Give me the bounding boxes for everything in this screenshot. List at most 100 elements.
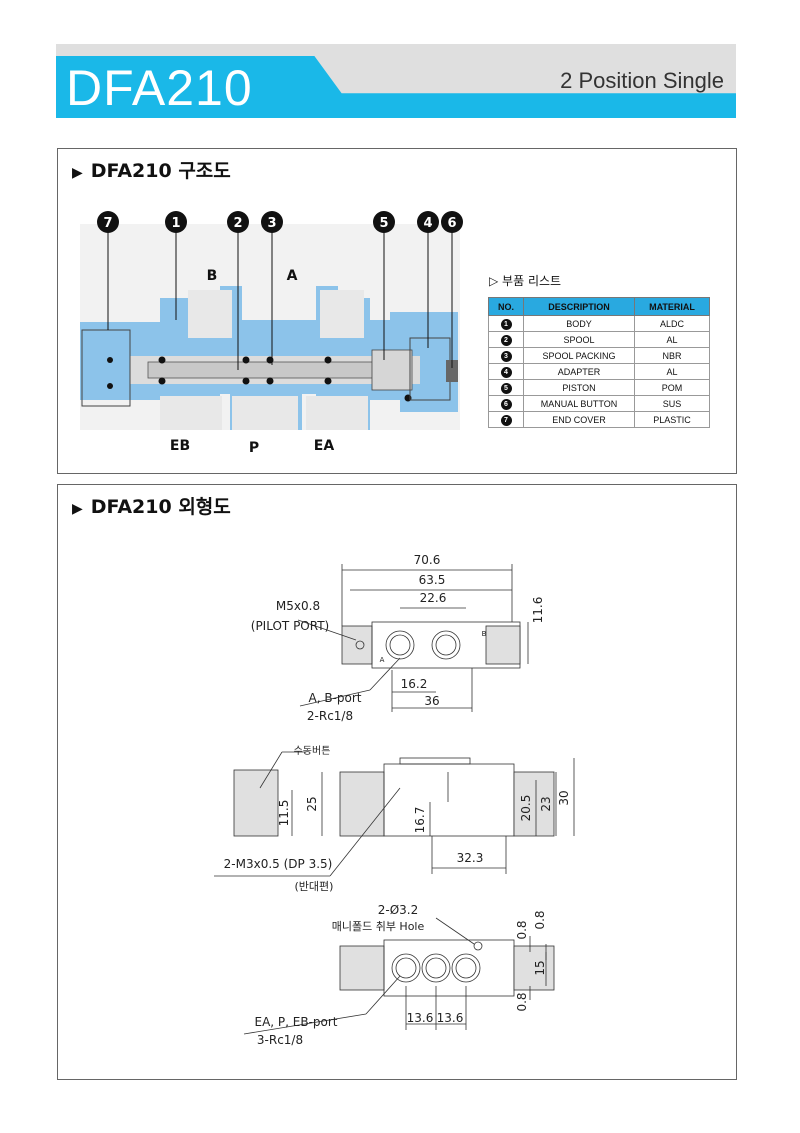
port-label-a: A xyxy=(287,268,298,284)
structure-title: ▶DFA210 구조도 xyxy=(72,160,231,182)
dim-22-6: 22.6 xyxy=(420,591,447,605)
part-material: ALDC xyxy=(634,315,710,332)
label-ab-port: A, B-port xyxy=(309,691,362,705)
dim-16-2: 16.2 xyxy=(401,677,428,691)
label-pilot: M5x0.8 xyxy=(276,599,320,613)
part-material: AL xyxy=(634,331,710,348)
dim-25: 25 xyxy=(305,796,319,811)
callout-label: 7 xyxy=(103,216,112,231)
callout-label: 3 xyxy=(267,216,276,231)
port-label-ea: EA xyxy=(314,438,335,454)
mark-a: A xyxy=(380,656,385,664)
part-material: PLASTIC xyxy=(634,411,710,428)
part-description: END COVER xyxy=(523,411,635,428)
part-no: 3 xyxy=(488,347,524,364)
triangle-icon: ▶ xyxy=(72,501,83,517)
part-description: SPOOL xyxy=(523,331,635,348)
mark-b: B xyxy=(482,630,487,638)
page-title: DFA210 xyxy=(66,60,253,116)
outline-title: ▶DFA210 외형도 xyxy=(72,496,231,518)
dim-0-8-a: 0.8 xyxy=(515,920,529,939)
callout-3 xyxy=(261,211,283,233)
callout-5 xyxy=(373,211,395,233)
port-label-p: P xyxy=(249,440,259,456)
dim-0-8-c: 0.8 xyxy=(515,992,529,1011)
col-description: DESCRIPTION xyxy=(523,297,635,316)
part-description: PISTON xyxy=(523,379,635,396)
part-description: SPOOL PACKING xyxy=(523,347,635,364)
dim-36: 36 xyxy=(424,694,439,708)
part-description: ADAPTER xyxy=(523,363,635,380)
dim-30: 30 xyxy=(557,790,571,805)
callout-6 xyxy=(441,211,463,233)
parts-list-heading: ▷ 부품 리스트 xyxy=(489,274,562,288)
dim-13-6-b: 13.6 xyxy=(437,1011,464,1025)
side-view xyxy=(214,751,575,877)
port-a-opening xyxy=(320,290,364,338)
callout-badges xyxy=(97,211,463,233)
dim-15: 15 xyxy=(533,960,547,975)
port-label-eb: EB xyxy=(170,438,190,454)
label-pilot-port: (PILOT PORT) xyxy=(251,619,329,633)
part-material: NBR xyxy=(634,347,710,364)
part-description: MANUAL BUTTON xyxy=(523,395,635,412)
triangle-icon: ▶ xyxy=(72,165,83,181)
callout-leaders xyxy=(107,230,453,370)
part-material: SUS xyxy=(634,395,710,412)
end-cover xyxy=(81,329,131,407)
callout-2 xyxy=(227,211,249,233)
spool xyxy=(147,361,389,379)
part-no: 5 xyxy=(488,379,524,396)
dim-20-5: 20.5 xyxy=(519,795,533,822)
dim-11-6: 11.6 xyxy=(531,597,545,624)
part-no: 7 xyxy=(488,411,524,428)
label-hole: 2-Ø3.2 xyxy=(378,903,419,917)
manual-button xyxy=(446,360,458,382)
callout-4 xyxy=(417,211,439,233)
part-material: POM xyxy=(634,379,710,396)
part-no: 4 xyxy=(488,363,524,380)
label-rc18-3: 3-Rc1/8 xyxy=(257,1033,303,1047)
callout-label: 6 xyxy=(447,216,456,231)
piston xyxy=(371,349,413,391)
part-description: BODY xyxy=(523,315,635,332)
part-no: 2 xyxy=(488,331,524,348)
structure-diagram: 7 1 2 3 5 4 6 B A EB P EA xyxy=(80,211,463,456)
label-ep-port: EA, P, EB-port xyxy=(254,1015,337,1029)
callout-label: 5 xyxy=(379,216,388,231)
dim-11-5: 11.5 xyxy=(277,800,291,827)
part-no: 1 xyxy=(488,315,524,332)
callout-label: 4 xyxy=(423,216,432,231)
part-material: AL xyxy=(634,363,710,380)
callout-label: 2 xyxy=(233,216,242,231)
dim-16-7: 16.7 xyxy=(413,807,427,834)
port-ea-opening xyxy=(306,396,368,430)
bottom-view xyxy=(243,917,555,1035)
label-manifold: 매니폴드 취부 Hole xyxy=(332,920,425,933)
page-subtitle: 2 Position Single xyxy=(560,68,724,93)
callout-7 xyxy=(97,211,119,233)
outline-panel xyxy=(57,484,737,1080)
dim-70-6: 70.6 xyxy=(414,553,441,567)
top-view xyxy=(297,564,529,712)
label-screw: 2-M3x0.5 (DP 3.5) xyxy=(224,857,333,871)
label-manual-button: 수동버튼 xyxy=(294,745,331,757)
label-opposite: (반대편) xyxy=(295,880,334,893)
port-label-b: B xyxy=(207,268,218,284)
port-b-opening xyxy=(188,290,232,338)
col-no: NO. xyxy=(488,297,524,316)
callout-1 xyxy=(165,211,187,233)
dim-32-3: 32.3 xyxy=(457,851,484,865)
dim-63-5: 63.5 xyxy=(419,573,446,587)
port-eb-opening xyxy=(160,396,222,430)
dim-13-6-a: 13.6 xyxy=(407,1011,434,1025)
col-material: MATERIAL xyxy=(634,297,710,316)
